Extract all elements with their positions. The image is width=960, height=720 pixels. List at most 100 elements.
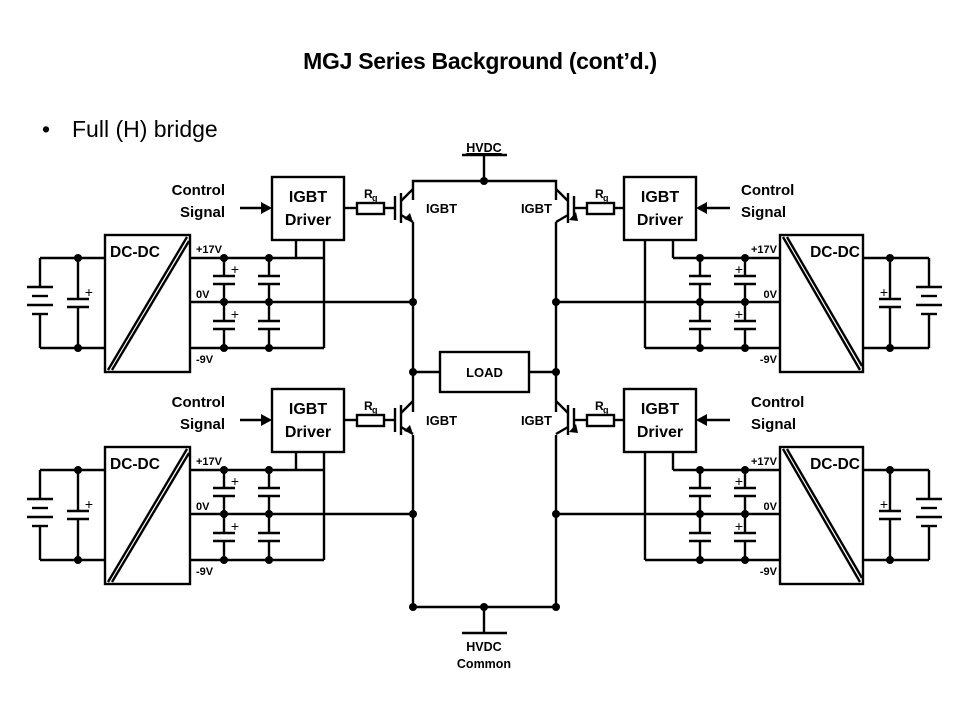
junction-dot: [220, 254, 228, 262]
junction-dot: [696, 254, 704, 262]
control-label-1: Control: [172, 394, 225, 411]
gate-resistor-icon: [355, 413, 386, 428]
polarized-capacitor-icon: +: [879, 258, 901, 348]
polarity-plus: +: [880, 284, 888, 300]
rail-zero-label: 0V: [196, 289, 210, 301]
polarity-plus: +: [735, 473, 743, 489]
capacitor-icon: [689, 514, 711, 560]
load-label: LOAD: [466, 365, 503, 380]
capacitor-icon: [258, 302, 280, 348]
capacitor-icon: [258, 470, 280, 514]
polarity-plus: +: [85, 496, 93, 512]
load-right-node: [552, 368, 560, 376]
junction-dot: [696, 344, 704, 352]
junction-dot: [741, 254, 749, 262]
battery-icon: [916, 470, 942, 560]
hvdc-common-label-1: HVDC: [466, 640, 501, 654]
capacitor-icon: [689, 470, 711, 514]
junction-dot: [220, 556, 228, 564]
emitter-node: [409, 510, 417, 518]
polarity-plus: +: [231, 306, 239, 322]
dcdc-label: DC-DC: [110, 456, 160, 473]
polarity-plus: +: [231, 261, 239, 277]
control-label-2: Signal: [180, 204, 225, 221]
junction-dot: [886, 344, 894, 352]
polarity-plus: +: [880, 496, 888, 512]
igbt-collector: [400, 188, 414, 202]
resistor-label: R: [364, 399, 373, 413]
junction-dot: [74, 466, 82, 474]
driver-label-1: IGBT: [641, 189, 679, 206]
igbt-emitter: [555, 425, 569, 436]
igbt-collector: [555, 188, 569, 202]
quadrants: DC-DC + +17V 0V -9V + + IGBT Driver Control Signal…: [27, 175, 942, 586]
dcdc-diagonal: [106, 448, 189, 583]
dcdc-diagonal: [110, 240, 191, 371]
rail-neg-label: -9V: [760, 354, 778, 366]
rail-zero-label: 0V: [764, 501, 778, 513]
junction-dot: [886, 254, 894, 262]
load-left-node: [409, 368, 417, 376]
battery-icon: [916, 258, 942, 348]
dcdc-diagonal: [110, 452, 191, 583]
bridge-core: HVDC LOAD HVDC Common: [409, 141, 560, 671]
common-left-node: [409, 603, 417, 611]
dcdc-label: DC-DC: [110, 244, 160, 261]
polarized-capacitor-icon: +: [734, 514, 756, 560]
driver-label-2: Driver: [285, 424, 331, 441]
igbt-emitter-arrow: [404, 213, 413, 222]
resistor-subscript: g: [372, 193, 378, 203]
junction-dot: [741, 556, 749, 564]
junction-dot: [886, 466, 894, 474]
polarized-capacitor-icon: +: [734, 258, 756, 302]
igbt-transistor-icon: [393, 400, 414, 436]
polarized-capacitor-icon: +: [879, 470, 901, 560]
igbt-label: IGBT: [521, 201, 552, 216]
junction-dot: [696, 466, 704, 474]
capacitor-icon: [689, 258, 711, 302]
slide-title: MGJ Series Background (cont’d.): [303, 48, 657, 74]
junction-dot: [220, 466, 228, 474]
quadrant-top-left: DC-DC++17V0V-9V++IGBTDriverControlSignal…: [27, 175, 457, 374]
control-arrow-icon: [696, 414, 707, 426]
junction-dot: [696, 510, 704, 518]
junction-dot: [74, 556, 82, 564]
junction-dot: [265, 344, 273, 352]
junction-dot: [220, 510, 228, 518]
gate-resistor-icon: [585, 413, 616, 428]
rail-neg-label: -9V: [760, 566, 778, 578]
bullet-marker: •: [42, 116, 51, 142]
dcdc-diagonal: [106, 236, 189, 371]
igbt-label: IGBT: [426, 201, 457, 216]
junction-dot: [696, 298, 704, 306]
rail-pos-label: +17V: [196, 456, 223, 468]
hvdc-top-node: [480, 177, 488, 185]
junction-dot: [741, 466, 749, 474]
rail-pos-label: +17V: [751, 456, 778, 468]
junction-dot: [74, 254, 82, 262]
capacitor-icon: [258, 514, 280, 560]
igbt-label: IGBT: [426, 413, 457, 428]
rail-pos-label: +17V: [196, 244, 223, 256]
polarity-plus: +: [735, 306, 743, 322]
junction-dot: [741, 298, 749, 306]
polarized-capacitor-icon: +: [734, 470, 756, 514]
igbt-label: IGBT: [521, 413, 552, 428]
emitter-node: [409, 298, 417, 306]
quadrant-bottom-right: DC-DC++17V0V-9V++IGBTDriverControlSignal…: [521, 387, 942, 586]
driver-label-1: IGBT: [641, 401, 679, 418]
rail-zero-label: 0V: [196, 501, 210, 513]
driver-label-2: Driver: [637, 424, 683, 441]
control-arrow-icon: [261, 202, 272, 214]
dcdc-diagonal: [785, 448, 864, 579]
capacitor-icon: [258, 258, 280, 302]
polarity-plus: +: [735, 261, 743, 277]
igbt-driver-box: [622, 387, 698, 454]
igbt-emitter: [555, 213, 569, 224]
resistor-label: R: [595, 187, 604, 201]
igbt-driver-box: [270, 387, 346, 454]
bullet-text: Full (H) bridge: [72, 116, 218, 142]
dcdc-diagonal: [781, 236, 862, 371]
polarized-capacitor-icon: +: [213, 302, 239, 348]
